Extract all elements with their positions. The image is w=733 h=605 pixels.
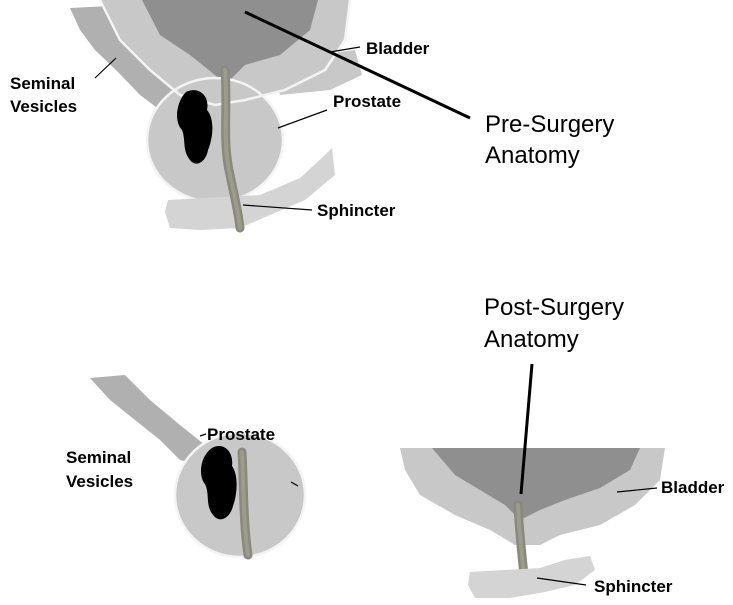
pre-bladder-label: Bladder — [366, 39, 430, 58]
pre-seminal-leader — [95, 58, 116, 78]
pre-seminal-label-line1: Seminal — [10, 74, 75, 93]
pre-surgery-illustration — [70, 0, 362, 230]
post-sphincter-shape — [468, 556, 595, 598]
removed-prostate-leader — [200, 434, 206, 436]
pre-prostate-label: Prostate — [333, 92, 401, 111]
post-bladder-label: Bladder — [661, 478, 725, 497]
pre-prostate-leader — [278, 110, 327, 128]
pre-title-line2: Anatomy — [485, 142, 580, 169]
removed-seminal-label-line1: Seminal — [66, 448, 131, 467]
post-title-line2: Anatomy — [484, 326, 579, 353]
post-sphincter-label: Sphincter — [594, 577, 673, 596]
post-title-line1: Post-Surgery — [484, 294, 624, 321]
pre-seminal-label-line2: Vesicles — [10, 97, 77, 116]
pre-sphincter-label: Sphincter — [317, 201, 396, 220]
post-surgery-illustration — [400, 448, 665, 598]
pre-title-line1: Pre-Surgery — [485, 111, 614, 138]
removed-seminal-label-line2: Vesicles — [66, 472, 133, 491]
removed-prostate-label: Prostate — [207, 425, 275, 444]
